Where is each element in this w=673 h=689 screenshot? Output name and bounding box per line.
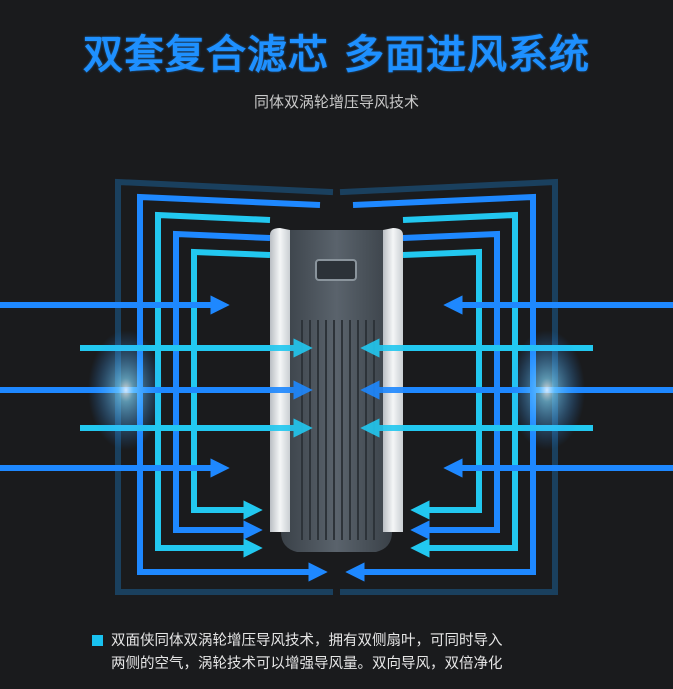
feature-description: 双面侠同体双涡轮增压导风技术，拥有双侧扇叶，可同时导入 两侧的空气，涡轮技术可以… [92,630,652,676]
bullet-square-icon [92,635,103,646]
page-title: 双套复合滤芯 多面进风系统 [83,32,590,78]
description-line-1: 双面侠同体双涡轮增压导风技术，拥有双侧扇叶，可同时导入 [111,633,503,649]
airflow-illustration [0,178,673,595]
page-subtitle: 同体双涡轮增压导风技术 [253,93,419,111]
air-purifier-device [270,228,403,552]
left-light-flare [88,330,164,450]
description-line-2: 两侧的空气，涡轮技术可以增强导风量。双向导风，双倍净化 [111,656,503,672]
right-light-flare [509,330,585,450]
